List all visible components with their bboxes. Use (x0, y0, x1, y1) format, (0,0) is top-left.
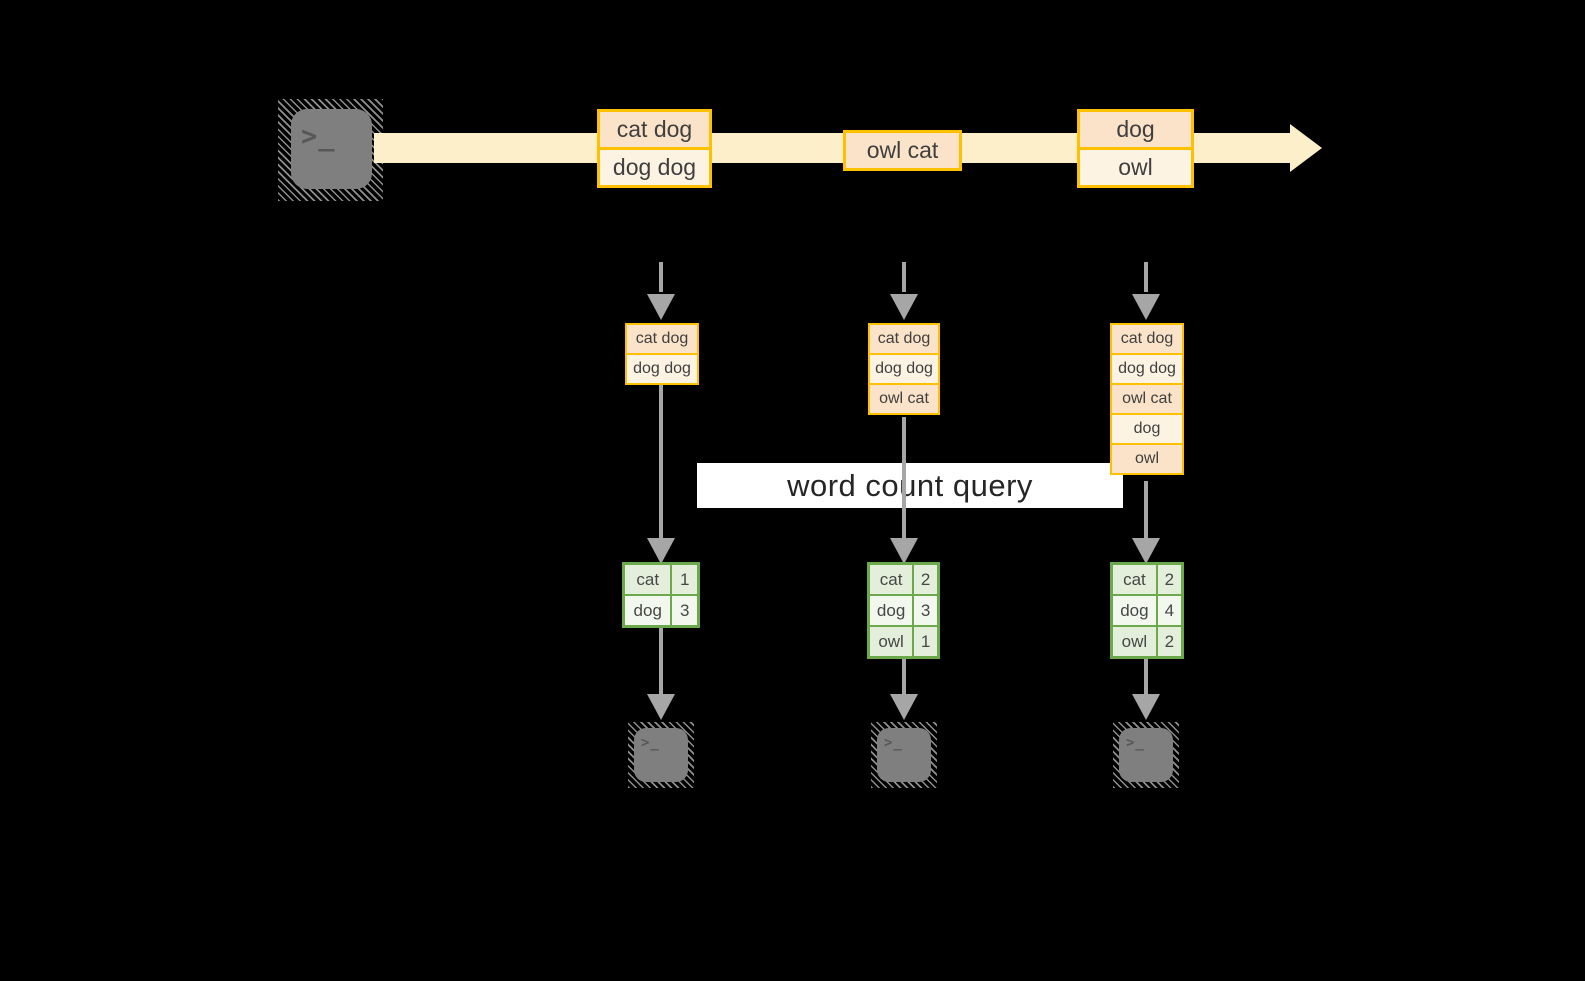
word-cell: dog (625, 596, 671, 625)
terminal-prompt-glyph: >_ (884, 735, 903, 751)
terminal-screen: >_ (634, 728, 688, 782)
stream-event-row: dog dog (600, 150, 709, 185)
count-cell: 2 (1157, 627, 1181, 656)
stream-event-row: owl (1080, 150, 1191, 185)
terminal-prompt-glyph: >_ (1126, 735, 1145, 751)
count-cell: 1 (672, 565, 697, 594)
arrowhead-icon (1132, 294, 1160, 320)
arrowhead-icon (890, 294, 918, 320)
buffer-row: cat dog (870, 325, 938, 353)
sink-terminal-icon: >_ (1113, 722, 1179, 788)
buffer-row: dog dog (627, 355, 697, 383)
arrowhead-icon (890, 538, 918, 564)
connector-line (659, 385, 663, 538)
buffer-row: cat dog (1112, 325, 1182, 353)
terminal-screen: >_ (1119, 728, 1173, 782)
buffer-row: owl (1112, 445, 1182, 473)
count-cell: 2 (1157, 565, 1181, 594)
count-cell: 3 (672, 596, 697, 625)
word-cell: cat (1113, 565, 1156, 594)
arrowhead-icon (647, 294, 675, 320)
buffer-row: dog dog (1112, 355, 1182, 383)
connector-line (902, 417, 906, 538)
buffer-row: dog (1112, 415, 1182, 443)
connector-line (1144, 659, 1148, 694)
sink-terminal-icon: >_ (628, 722, 694, 788)
terminal-screen: >_ (877, 728, 931, 782)
arrowhead-icon (890, 694, 918, 720)
arrowhead-icon (1132, 694, 1160, 720)
buffer-row: cat dog (627, 325, 697, 353)
count-cell: 2 (914, 565, 937, 594)
arrowhead-icon (647, 694, 675, 720)
word-cell: owl (1113, 627, 1156, 656)
arrowhead-icon (647, 538, 675, 564)
count-cell: 1 (914, 627, 937, 656)
trigger-arrow-dash (659, 262, 663, 292)
sink-terminal-icon: >_ (871, 722, 937, 788)
source-terminal-icon: >_ (278, 99, 383, 201)
buffer-row: owl cat (1112, 385, 1182, 413)
word-cell: dog (1113, 596, 1156, 625)
trigger-arrow-dash (902, 262, 906, 292)
stream-event-row: dog (1080, 112, 1191, 147)
word-cell: owl (870, 627, 913, 656)
trigger-arrow-dash (1144, 262, 1148, 292)
terminal-prompt-glyph: >_ (301, 121, 336, 152)
query-label: word count query (787, 467, 1033, 503)
stream-event: owl cat (843, 130, 962, 171)
word-cell: cat (625, 565, 671, 594)
connector-line (1144, 481, 1148, 538)
connector-line (659, 628, 663, 694)
stream-arrowhead-icon (1290, 124, 1322, 172)
buffer-row: dog dog (870, 355, 938, 383)
count-cell: 4 (1157, 596, 1181, 625)
stream-event-row: cat dog (600, 112, 709, 147)
buffer-row: owl cat (870, 385, 938, 413)
terminal-screen: >_ (291, 109, 372, 189)
arrowhead-icon (1132, 538, 1160, 564)
query-banner: word count query (697, 463, 1123, 508)
count-cell: 3 (914, 596, 937, 625)
word-cell: cat (870, 565, 913, 594)
word-cell: dog (870, 596, 913, 625)
connector-line (902, 659, 906, 694)
stream-event-row: owl cat (846, 133, 959, 168)
terminal-prompt-glyph: >_ (641, 735, 660, 751)
